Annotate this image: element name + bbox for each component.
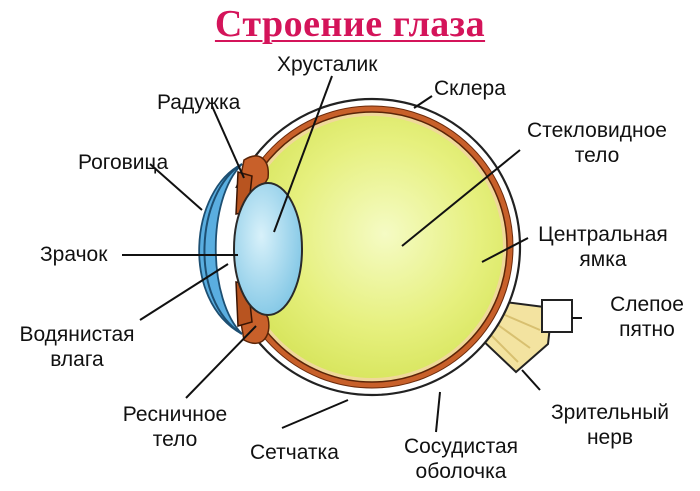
label-fovea-line2: ямка — [579, 248, 627, 271]
leader-lines — [122, 75, 582, 433]
diagram-title: Строение глаза — [214, 3, 486, 45]
label-ciliary: Ресничное тело — [110, 402, 240, 452]
label-sclera: Склера — [434, 77, 506, 100]
label-pupil: Зрачок — [40, 243, 108, 266]
label-choroid-line2: оболочка — [415, 460, 507, 483]
label-choroid-line1: Сосудистая — [403, 435, 519, 458]
vitreous-body — [241, 116, 503, 378]
label-iris: Радужка — [157, 91, 241, 114]
label-optic-nerve-line1: Зрительный — [550, 401, 670, 424]
label-blind-spot-line1: Слепое — [610, 293, 684, 316]
label-optic-nerve: Зрительный нерв — [530, 400, 690, 450]
label-retina: Сетчатка — [250, 441, 339, 464]
label-lens: Хрусталик — [277, 53, 378, 76]
label-blind-spot-line2: пятно — [619, 318, 675, 341]
label-ciliary-line1: Ресничное — [122, 403, 228, 426]
label-cornea: Роговица — [78, 151, 169, 174]
label-fovea-line1: Центральная — [538, 223, 668, 246]
label-fovea: Центральная ямка — [528, 222, 678, 272]
label-aqueous: Водянистая влага — [2, 322, 152, 372]
lens — [233, 182, 303, 316]
label-vitreous-line1: Стекловидное — [527, 119, 667, 142]
blind-spot-marker — [541, 299, 573, 333]
label-aqueous-line1: Водянистая — [19, 323, 135, 346]
label-optic-nerve-line2: нерв — [586, 426, 634, 449]
label-ciliary-line2: тело — [152, 428, 198, 451]
label-aqueous-line2: влага — [50, 348, 104, 371]
label-blind-spot: Слепое пятно — [600, 292, 694, 342]
label-vitreous-line2: тело — [574, 144, 620, 167]
label-vitreous: Стекловидное тело — [522, 118, 672, 168]
label-choroid: Сосудистая оболочка — [386, 434, 536, 484]
